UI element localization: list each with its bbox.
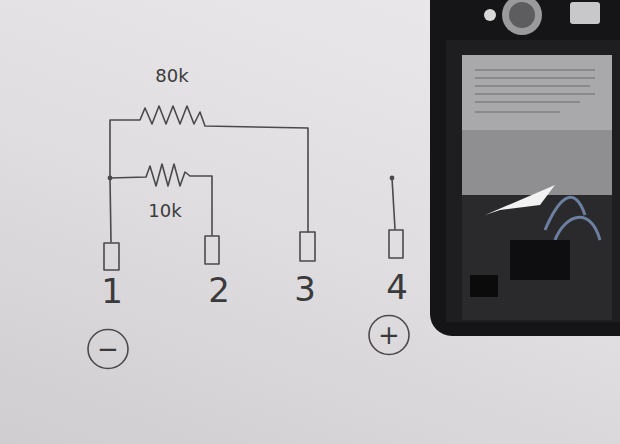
resistor-value: 80k (155, 67, 188, 85)
pin-symbol (389, 230, 403, 258)
resistor-symbol (110, 164, 212, 235)
resistor-symbol (110, 106, 308, 232)
junction-dot (390, 176, 395, 181)
polarity-circle: + (368, 314, 410, 356)
polarity-sign: + (368, 322, 410, 348)
wire (392, 178, 395, 229)
polarity-circle: − (87, 328, 129, 370)
pin-symbol (104, 243, 119, 270)
polarity-sign: − (87, 336, 129, 362)
pin-number: 2 (208, 273, 230, 307)
pin-number: 4 (386, 270, 408, 304)
wire (110, 178, 111, 242)
junction-dot (108, 176, 113, 181)
phone-illustration (430, 0, 620, 336)
resistor-value: 10k (148, 202, 181, 220)
pin-number: 3 (294, 272, 316, 306)
pin-number: 1 (101, 274, 123, 308)
pin-symbol (300, 232, 315, 261)
pin-symbol (205, 236, 219, 264)
